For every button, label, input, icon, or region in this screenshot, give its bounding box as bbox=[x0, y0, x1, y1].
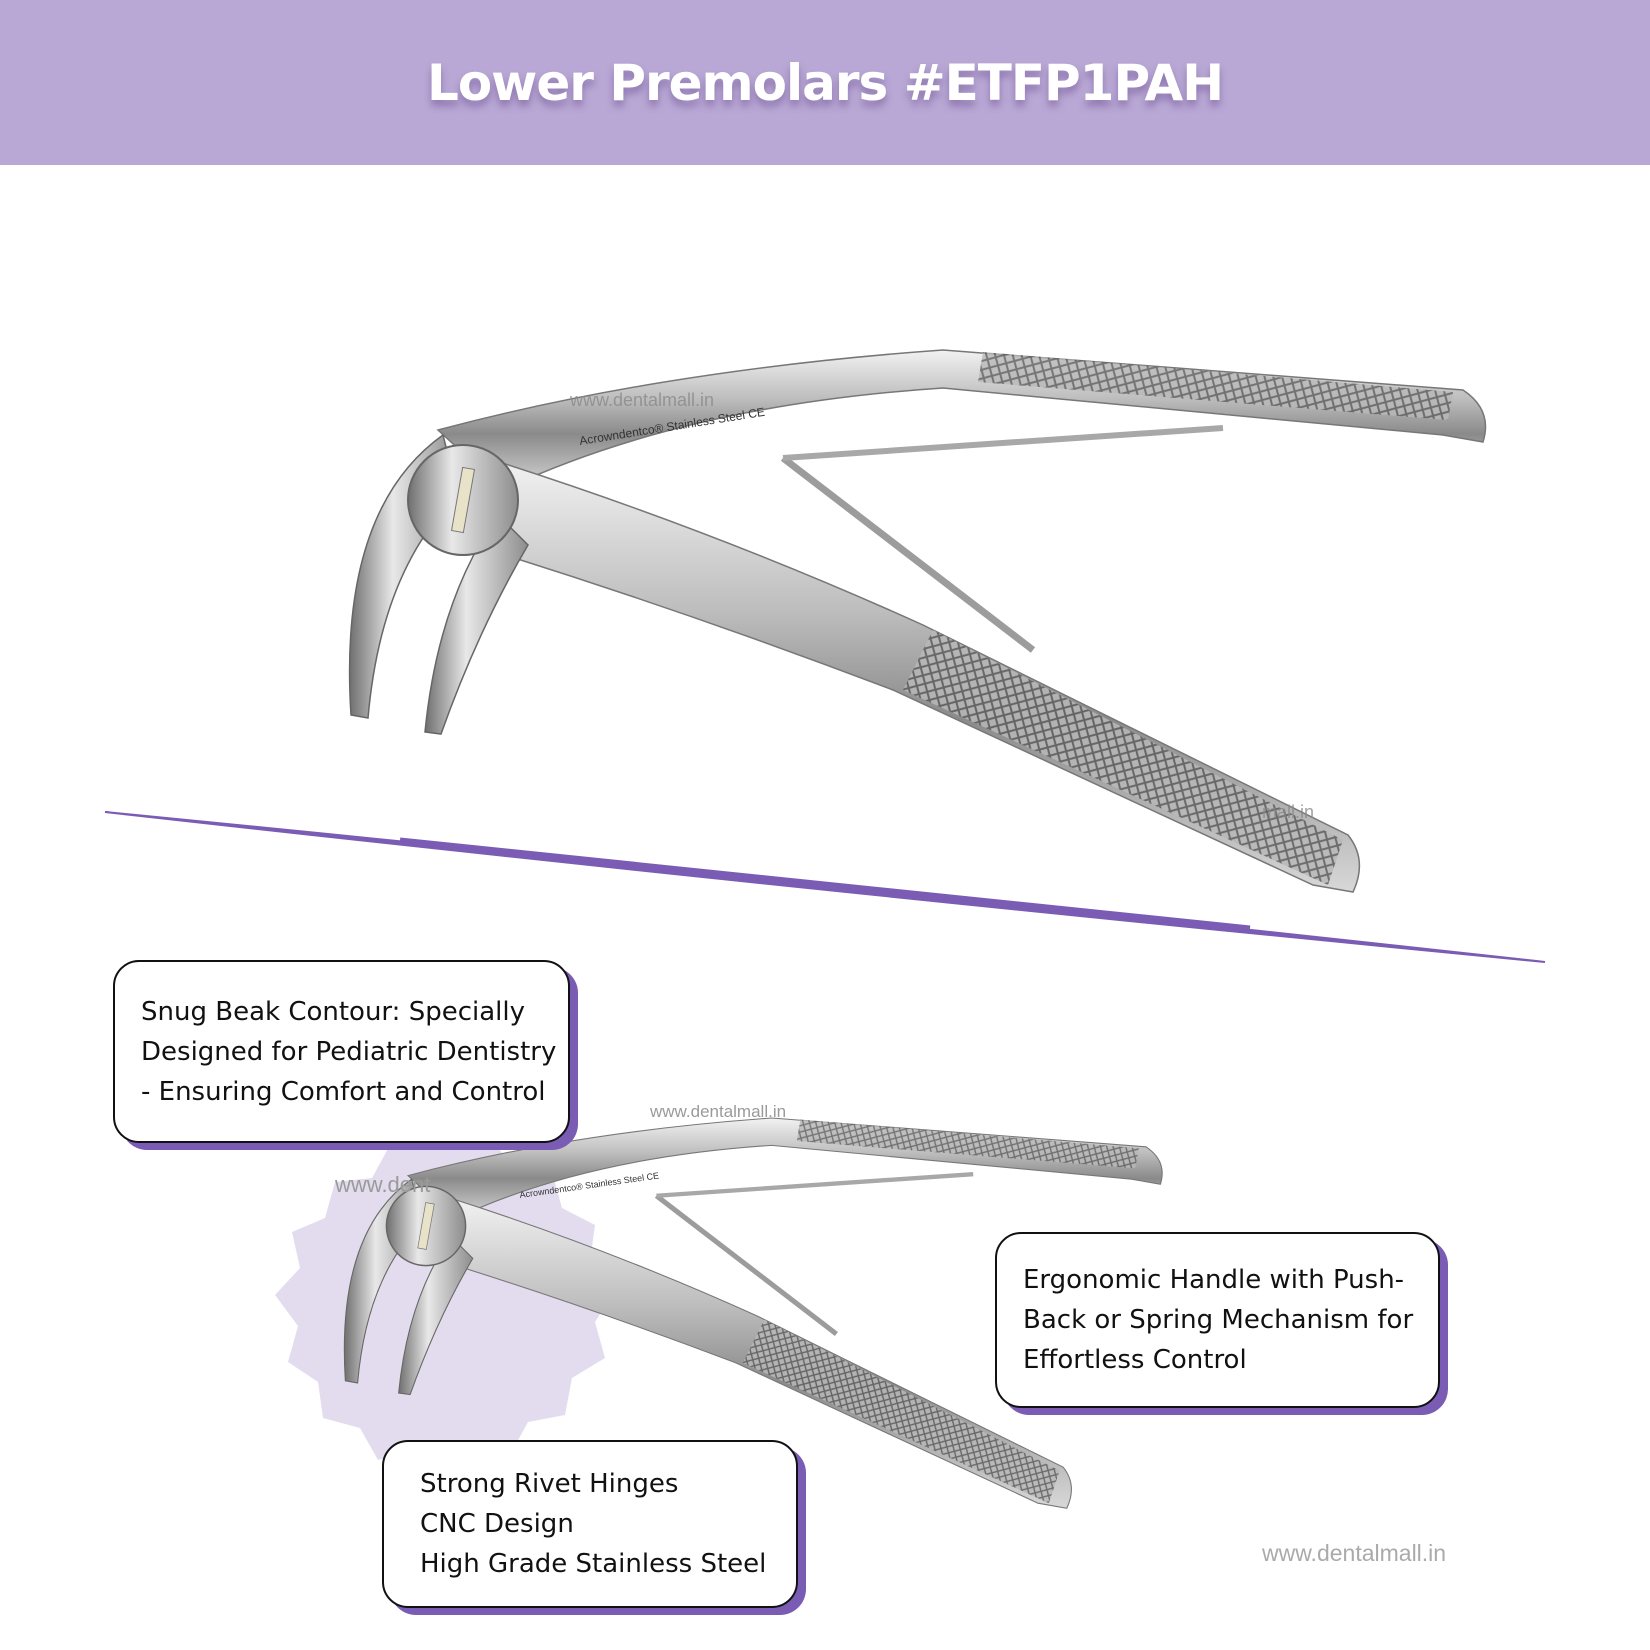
callout-rivet-hinges: Strong Rivet Hinges CNC Design High Grad… bbox=[382, 1440, 798, 1608]
watermark: www.dentalmall.in bbox=[650, 1102, 787, 1121]
forceps-image-large bbox=[350, 350, 1486, 892]
callout-beak-contour: Snug Beak Contour: Specially Designed fo… bbox=[113, 960, 570, 1143]
page-title: Lower Premolars #ETFP1PAH bbox=[426, 53, 1224, 112]
callout-line: Snug Beak Contour: Specially bbox=[141, 996, 525, 1027]
watermark: www.dentalmall.in bbox=[570, 390, 715, 410]
watermark: www.dentalmall.in bbox=[1262, 1540, 1447, 1566]
title-banner: Lower Premolars #ETFP1PAH bbox=[0, 0, 1650, 165]
callout-line: Designed for Pediatric Dentistry bbox=[141, 1036, 557, 1067]
callout-line: Back or Spring Mechanism for bbox=[1023, 1305, 1414, 1335]
callout-line: Effortless Control bbox=[1023, 1345, 1247, 1375]
callout-line: CNC Design bbox=[420, 1509, 574, 1539]
callout-line: Ergonomic Handle with Push- bbox=[1023, 1265, 1405, 1295]
callout-ergonomic-handle: Ergonomic Handle with Push- Back or Spri… bbox=[995, 1232, 1440, 1408]
watermark: www.dent bbox=[335, 1172, 431, 1197]
callout-line: Strong Rivet Hinges bbox=[420, 1469, 679, 1499]
callout-line: - Ensuring Comfort and Control bbox=[141, 1076, 546, 1107]
callout-line: High Grade Stainless Steel bbox=[420, 1549, 767, 1579]
watermark: mall.in bbox=[1262, 802, 1315, 822]
